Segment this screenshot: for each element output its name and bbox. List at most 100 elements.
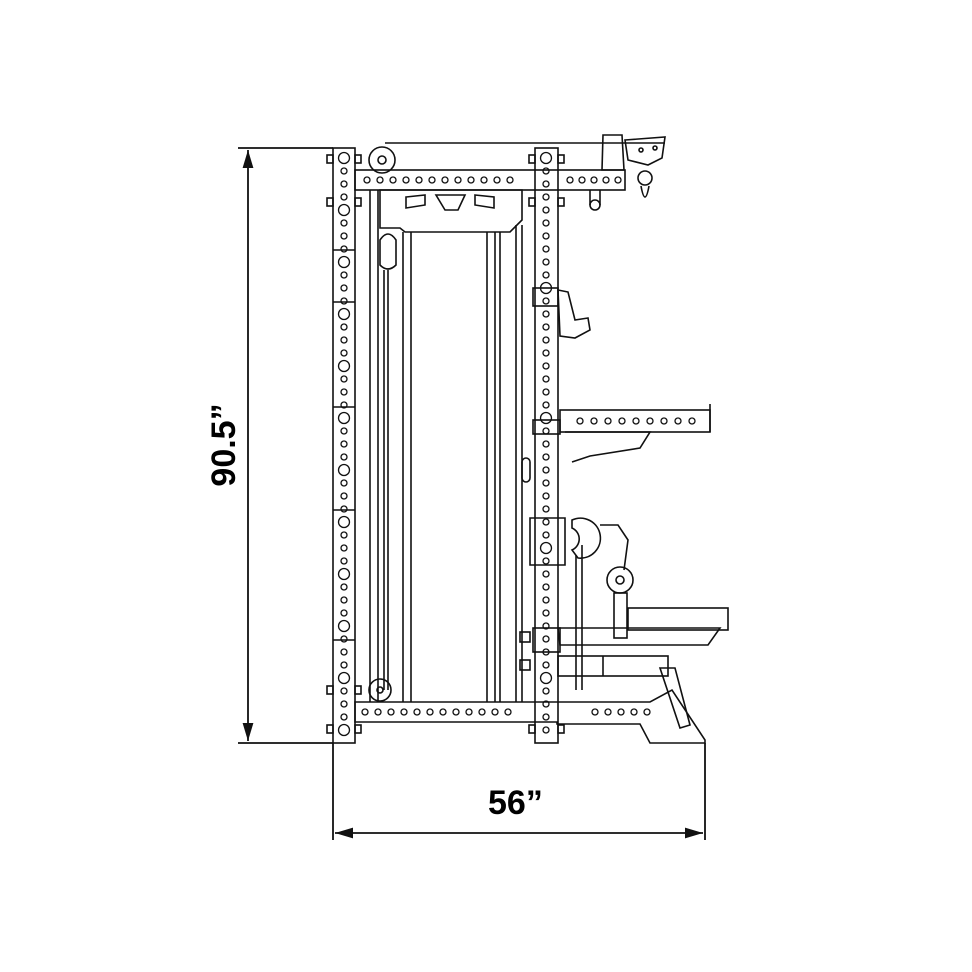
hole [340, 349, 348, 357]
hole [542, 466, 550, 474]
hole [337, 723, 351, 737]
hole [441, 176, 449, 184]
hole [337, 203, 351, 217]
hole [340, 427, 348, 435]
spotter-arm [521, 404, 711, 483]
hole [337, 359, 351, 373]
hole [340, 323, 348, 331]
hole [340, 401, 348, 409]
hole [452, 708, 460, 716]
hole [337, 463, 351, 477]
hole [542, 583, 550, 591]
hole [340, 687, 348, 695]
hole [428, 176, 436, 184]
hole [504, 708, 512, 716]
hole [465, 708, 473, 716]
hole [340, 440, 348, 448]
hole [542, 570, 550, 578]
hole [478, 708, 486, 716]
hole [493, 176, 501, 184]
hole [542, 401, 550, 409]
hole [340, 232, 348, 240]
right-upright [534, 147, 559, 744]
j-hook [532, 287, 591, 339]
hole [542, 193, 550, 201]
hole [660, 417, 668, 425]
hole [539, 671, 553, 685]
upright-holes [337, 151, 696, 737]
hole [602, 176, 610, 184]
hole [340, 219, 348, 227]
hole [617, 708, 625, 716]
hole [566, 176, 574, 184]
hole [542, 323, 550, 331]
hole [674, 417, 682, 425]
hole [506, 176, 514, 184]
hole [340, 635, 348, 643]
hole [340, 583, 348, 591]
hole [454, 176, 462, 184]
hole [439, 708, 447, 716]
hole [539, 281, 553, 295]
hole [542, 388, 550, 396]
hole [542, 362, 550, 370]
hole [340, 713, 348, 721]
hole [542, 557, 550, 565]
hole [542, 440, 550, 448]
hole [542, 687, 550, 695]
hole [604, 417, 612, 425]
hole [389, 176, 397, 184]
hole [542, 180, 550, 188]
hole [542, 245, 550, 253]
hole [542, 518, 550, 526]
hole [340, 284, 348, 292]
hole [576, 417, 584, 425]
hole [480, 176, 488, 184]
bottom-pulley [368, 678, 392, 702]
hole [400, 708, 408, 716]
leg-attachment [529, 517, 634, 690]
upright-brackets [326, 154, 565, 734]
hole [337, 307, 351, 321]
base-frame [354, 688, 706, 744]
top-pulley [368, 146, 396, 174]
roller-arm [557, 655, 669, 677]
hole [542, 609, 550, 617]
hole [337, 515, 351, 529]
hole [340, 609, 348, 617]
hole [630, 708, 638, 716]
hole [340, 375, 348, 383]
hole [542, 258, 550, 266]
hole [340, 271, 348, 279]
hole [340, 596, 348, 604]
width-dimension-label: 56” [488, 784, 543, 822]
hole [340, 492, 348, 500]
hole [340, 531, 348, 539]
hole [340, 505, 348, 513]
hole [542, 427, 550, 435]
hole [491, 708, 499, 716]
hole [542, 648, 550, 656]
hole [340, 167, 348, 175]
hole [542, 596, 550, 604]
hole [618, 417, 626, 425]
hole [542, 297, 550, 305]
hole [614, 176, 622, 184]
hole [643, 708, 651, 716]
hole [590, 176, 598, 184]
hole [402, 176, 410, 184]
top-pulley-hub [377, 155, 387, 165]
hole [340, 388, 348, 396]
hole [542, 271, 550, 279]
hole [340, 453, 348, 461]
hole [337, 151, 351, 165]
hole [340, 193, 348, 201]
hole [591, 708, 599, 716]
hole [542, 232, 550, 240]
hole [542, 206, 550, 214]
hole [376, 176, 384, 184]
left-upright [332, 147, 356, 744]
hole [688, 417, 696, 425]
top-lat-arm [385, 134, 666, 211]
